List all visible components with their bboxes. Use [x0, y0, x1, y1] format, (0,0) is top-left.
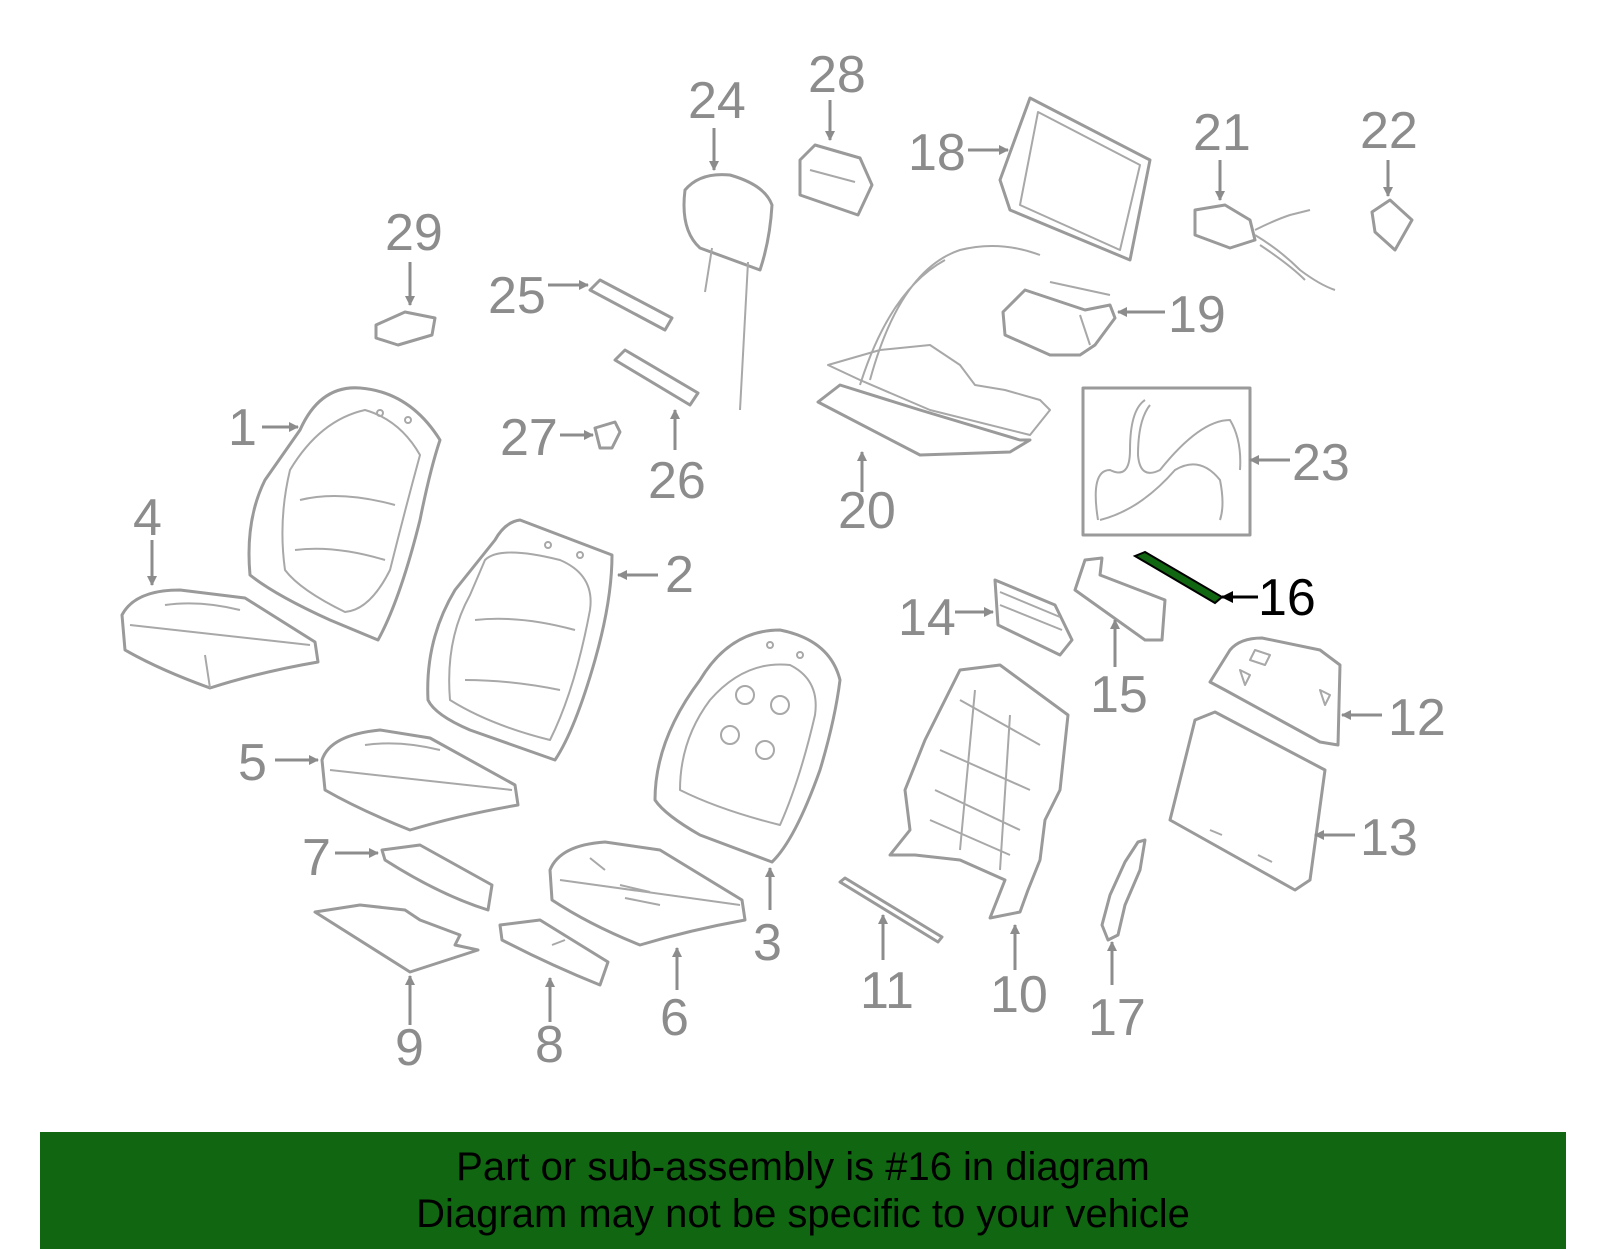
part-10-seat-back-frame — [888, 663, 1070, 920]
part-29-block — [374, 310, 437, 347]
part-9-panel — [313, 903, 480, 974]
label-12: 12 — [1388, 689, 1446, 747]
part-12-panel — [1208, 636, 1342, 747]
part-14-bracket — [993, 578, 1074, 657]
part-20-cushion-frame — [816, 245, 1051, 457]
label-6: 6 — [660, 989, 689, 1047]
label-8: 8 — [535, 1016, 564, 1074]
part-1-seat-back-cover — [247, 386, 442, 642]
label-17: 17 — [1088, 989, 1146, 1047]
part-27-clip — [593, 420, 622, 450]
label-14: 14 — [898, 589, 956, 647]
part-4-seat-cushion-cover — [120, 588, 320, 690]
label-28: 28 — [808, 46, 866, 104]
part-25-strap — [588, 278, 674, 332]
label-1: 1 — [228, 399, 257, 457]
label-29: 29 — [385, 204, 443, 262]
label-16: 16 — [1258, 569, 1316, 627]
label-4: 4 — [133, 489, 162, 547]
part-15-bracket — [1073, 556, 1167, 642]
part-28-trim — [798, 143, 874, 217]
label-10: 10 — [990, 966, 1048, 1024]
part-24-headrest — [682, 173, 774, 411]
part-3-seat-back — [653, 628, 842, 864]
label-20: 20 — [838, 482, 896, 540]
label-2: 2 — [665, 546, 694, 604]
label-9: 9 — [395, 1019, 424, 1077]
label-23: 23 — [1292, 434, 1350, 492]
part-26-strap — [613, 348, 700, 407]
label-22: 22 — [1360, 102, 1418, 160]
part-7-pad — [380, 843, 494, 912]
label-21: 21 — [1193, 104, 1251, 162]
label-19: 19 — [1168, 286, 1226, 344]
part-13-back-panel — [1168, 710, 1327, 892]
label-5: 5 — [238, 734, 267, 792]
label-26: 26 — [648, 452, 706, 510]
part-5-seat-cushion-cover — [320, 728, 520, 832]
part-23-wire-harness — [1081, 386, 1252, 537]
label-7: 7 — [302, 829, 331, 887]
label-11: 11 — [860, 962, 914, 1020]
label-24: 24 — [688, 72, 746, 130]
label-18: 18 — [908, 124, 966, 182]
seat-parts-diagram: 1 4 2 5 3 6 7 — [120, 46, 1446, 1077]
part-18-mat — [998, 96, 1152, 262]
part-21-wiring-module — [1193, 203, 1336, 291]
part-6-seat-cushion-pad — [548, 840, 747, 947]
label-13: 13 — [1360, 809, 1418, 867]
part-17-trim — [1100, 838, 1147, 942]
part-16-highlighted — [1132, 550, 1224, 605]
label-3: 3 — [753, 914, 782, 972]
info-banner: Part or sub-assembly is #16 in diagram D… — [40, 1132, 1566, 1249]
part-2-seat-back-cover — [426, 518, 614, 762]
part-8-pad — [498, 918, 610, 987]
part-19-module — [1001, 281, 1117, 357]
part-11-rod — [838, 876, 944, 944]
banner-line-2: Diagram may not be specific to your vehi… — [416, 1192, 1190, 1236]
part-22-clip — [1370, 198, 1414, 252]
label-25: 25 — [488, 267, 546, 325]
label-15: 15 — [1090, 666, 1148, 724]
label-27: 27 — [500, 409, 558, 467]
banner-line-1: Part or sub-assembly is #16 in diagram — [456, 1145, 1150, 1189]
